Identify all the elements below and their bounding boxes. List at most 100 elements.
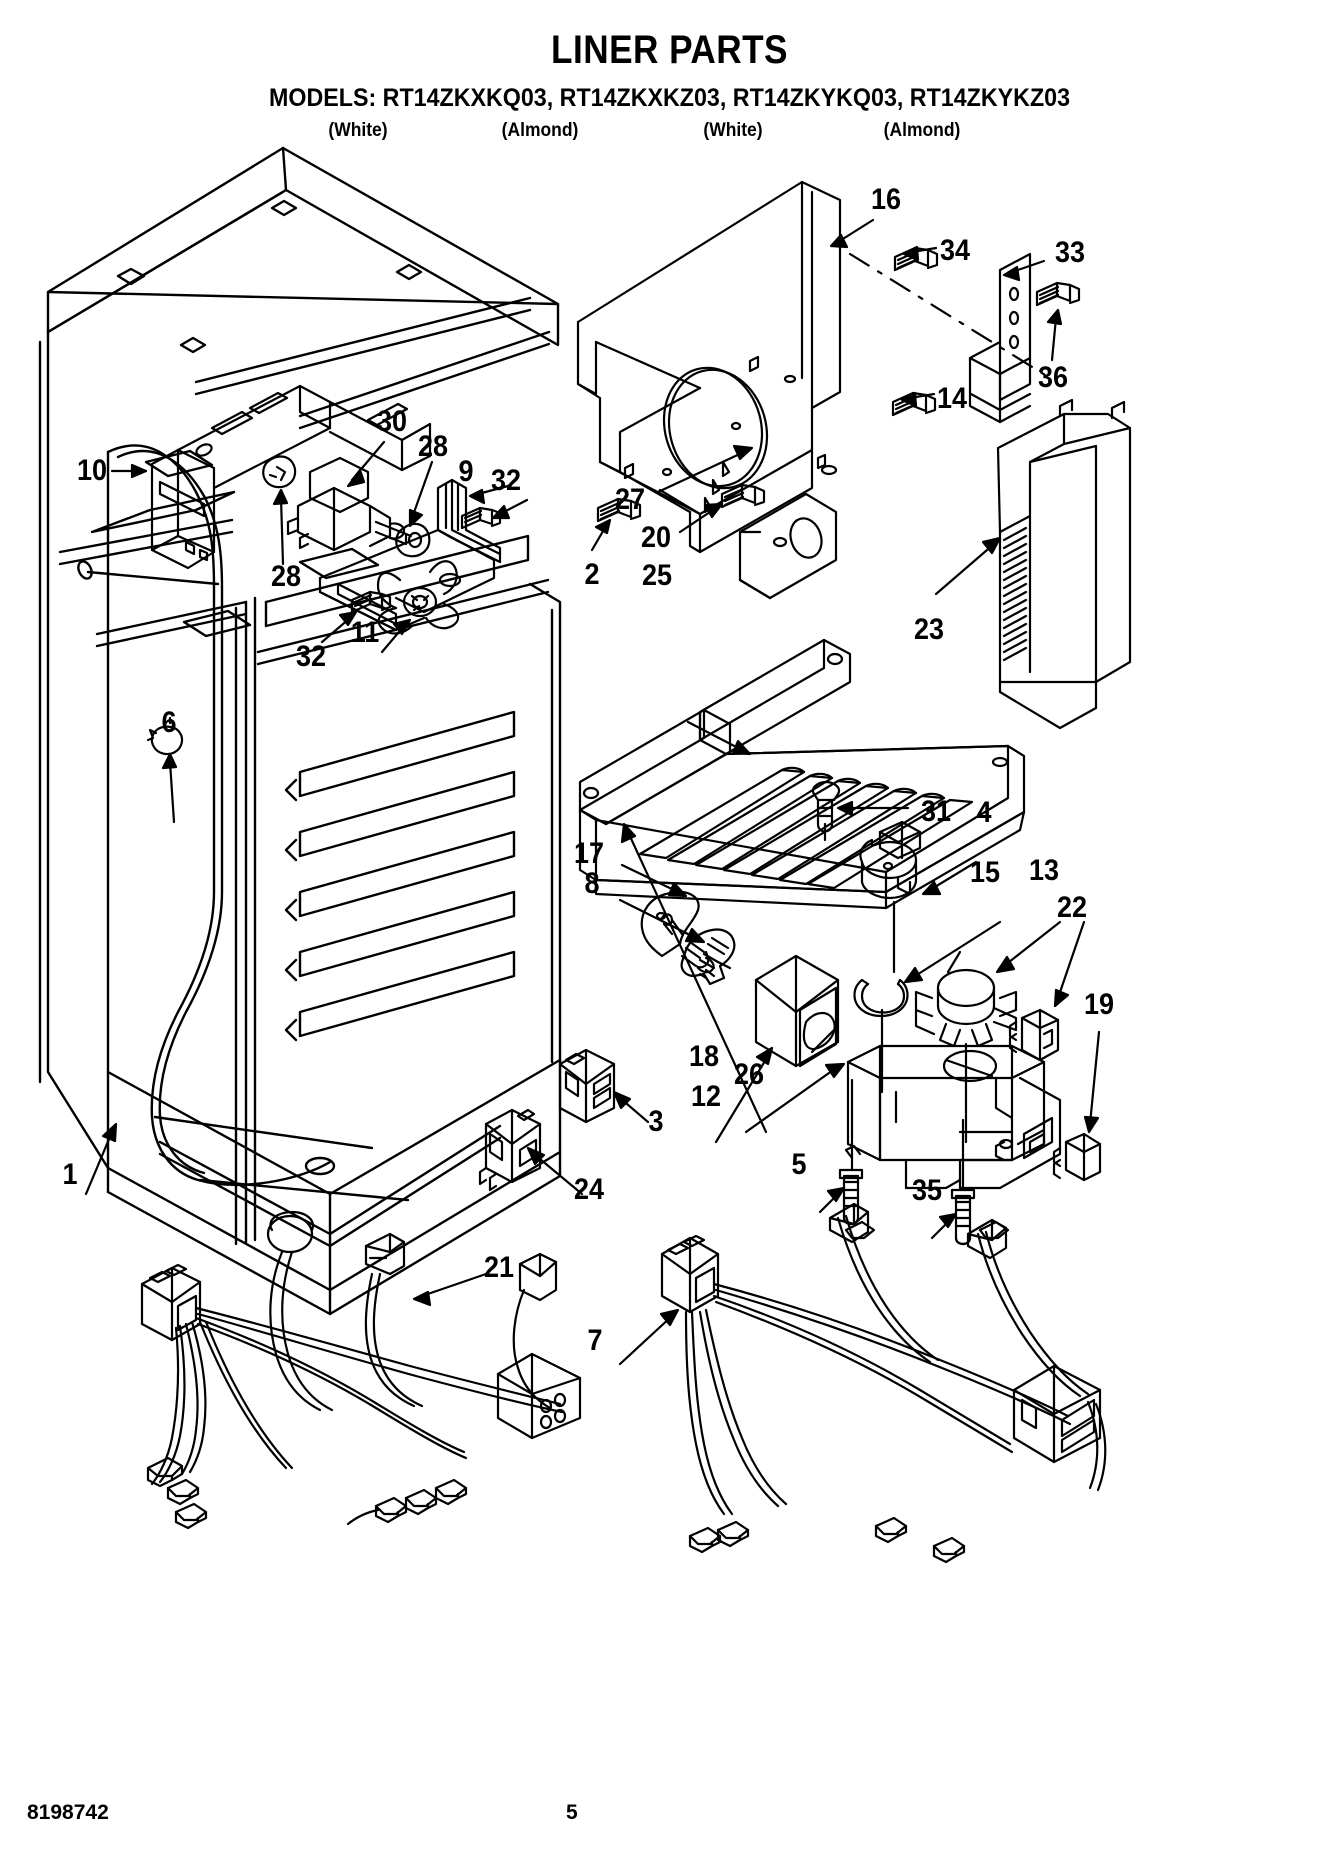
callout-8: 8 [584, 867, 600, 900]
part-36-screw [1035, 281, 1081, 307]
leader-20 [678, 502, 724, 534]
part-35-screw [950, 1118, 976, 1246]
part-4-defrost-control [859, 820, 922, 900]
liner-top-rail [176, 384, 432, 490]
callout-3: 3 [648, 1105, 664, 1138]
part-20-screw [720, 483, 766, 509]
cabinet-liner-body [38, 146, 562, 1316]
leader-28-upper [272, 488, 289, 566]
callout-23: 23 [913, 613, 945, 646]
callout-16: 16 [870, 183, 902, 216]
leader-6 [161, 752, 178, 824]
page-number: 5 [566, 1801, 578, 1824]
leader-32-right [491, 498, 529, 520]
callout-33: 33 [1054, 236, 1086, 269]
callout-25: 25 [641, 559, 673, 592]
leader-32-left [320, 610, 358, 644]
part-11-fan-blade [376, 560, 460, 635]
leader-3 [612, 1090, 650, 1124]
callout-28-lower: 28 [270, 560, 302, 593]
leader-13 [964, 920, 1062, 1144]
leader-23 [934, 536, 1002, 596]
leader-28-lower [408, 460, 434, 528]
callout-30: 30 [376, 405, 408, 438]
callout-22: 22 [1056, 891, 1088, 924]
leader-33 [1002, 259, 1046, 282]
leader-11 [380, 618, 412, 654]
leader-10 [110, 463, 148, 479]
part-13-thermostat [914, 950, 1018, 1048]
callout-17: 17 [573, 837, 605, 870]
leader-9 [468, 484, 510, 505]
callout-18: 18 [688, 1040, 720, 1073]
leader-30 [346, 440, 386, 488]
part-26-grille [578, 744, 1026, 910]
leader-26 [620, 822, 768, 1134]
part-16-shroud [576, 180, 842, 600]
callout-2: 2 [584, 558, 600, 591]
part-21-wire-harness [140, 1210, 582, 1530]
callout-34: 34 [939, 234, 971, 267]
callout-32-left: 32 [295, 640, 327, 673]
callout-20: 20 [640, 521, 672, 554]
part-6-plug [146, 716, 184, 756]
callout-13: 13 [1028, 854, 1060, 887]
leader-1 [84, 1122, 118, 1196]
page-footer: 8198742 5 [0, 1789, 1339, 1849]
callout-32-right: 32 [490, 464, 522, 497]
page-header: LINER PARTS MODELS: RT14ZKXKQ03, RT14ZKX… [0, 0, 1339, 146]
leader-24 [526, 1146, 584, 1196]
document-number: 8198742 [27, 1801, 109, 1824]
callout-10: 10 [76, 454, 108, 487]
callout-19: 19 [1083, 988, 1115, 1021]
part-31-pin [811, 780, 841, 842]
color-label-2: (Almond) [501, 120, 579, 141]
color-label-1: (White) [328, 120, 388, 141]
callout-4: 4 [976, 796, 992, 829]
models-line: MODELS: RT14ZKXKQ03, RT14ZKXKZ03, RT14ZK… [268, 84, 1071, 112]
callout-26: 26 [733, 1058, 765, 1091]
leader-35 [930, 1212, 958, 1240]
callout-24: 24 [573, 1173, 605, 1206]
callout-14: 14 [936, 382, 968, 415]
leader-2 [590, 518, 612, 552]
leader-27 [656, 444, 754, 494]
callout-7: 7 [587, 1324, 603, 1357]
callout-35: 35 [911, 1174, 943, 1207]
leader-34 [902, 245, 938, 262]
leader-31 [836, 800, 910, 817]
leader-18 [714, 1046, 774, 1144]
part-32-screw-left [350, 590, 392, 614]
leader-17 [620, 863, 688, 898]
part-25-bracket [578, 638, 852, 826]
callout-15: 15 [969, 856, 1001, 889]
part-28-grommet-lower [395, 522, 431, 558]
callout-5: 5 [791, 1148, 807, 1181]
callout-36: 36 [1037, 361, 1069, 394]
part-23-cover [996, 398, 1132, 730]
part-33-bracket [968, 252, 1032, 424]
leader-4 [892, 860, 978, 974]
leader-8 [618, 898, 706, 944]
color-variant-row: (White) (Almond) (White) (Almond) [0, 120, 1339, 146]
callout-21: 21 [483, 1251, 515, 1284]
part-24-terminal [478, 1108, 542, 1192]
page-title: LINER PARTS [551, 28, 788, 72]
callout-27: 27 [614, 483, 646, 516]
part-18-light-shield [754, 954, 840, 1068]
leader-22 [1053, 920, 1086, 1008]
leader-14 [900, 391, 936, 408]
part-3-terminal [558, 1048, 616, 1124]
callout-12: 12 [690, 1080, 722, 1113]
part-30-fan-motor [286, 456, 408, 552]
callout-31: 31 [920, 795, 952, 828]
callout-6: 6 [161, 706, 177, 739]
part-17-bulb [640, 890, 715, 974]
callout-1: 1 [62, 1158, 78, 1191]
part-19-terminal [1052, 1132, 1102, 1182]
part-28-grommet-upper [262, 455, 297, 489]
callout-11: 11 [350, 616, 380, 649]
callout-28-upper: 28 [417, 430, 449, 463]
callout-9: 9 [458, 455, 474, 488]
